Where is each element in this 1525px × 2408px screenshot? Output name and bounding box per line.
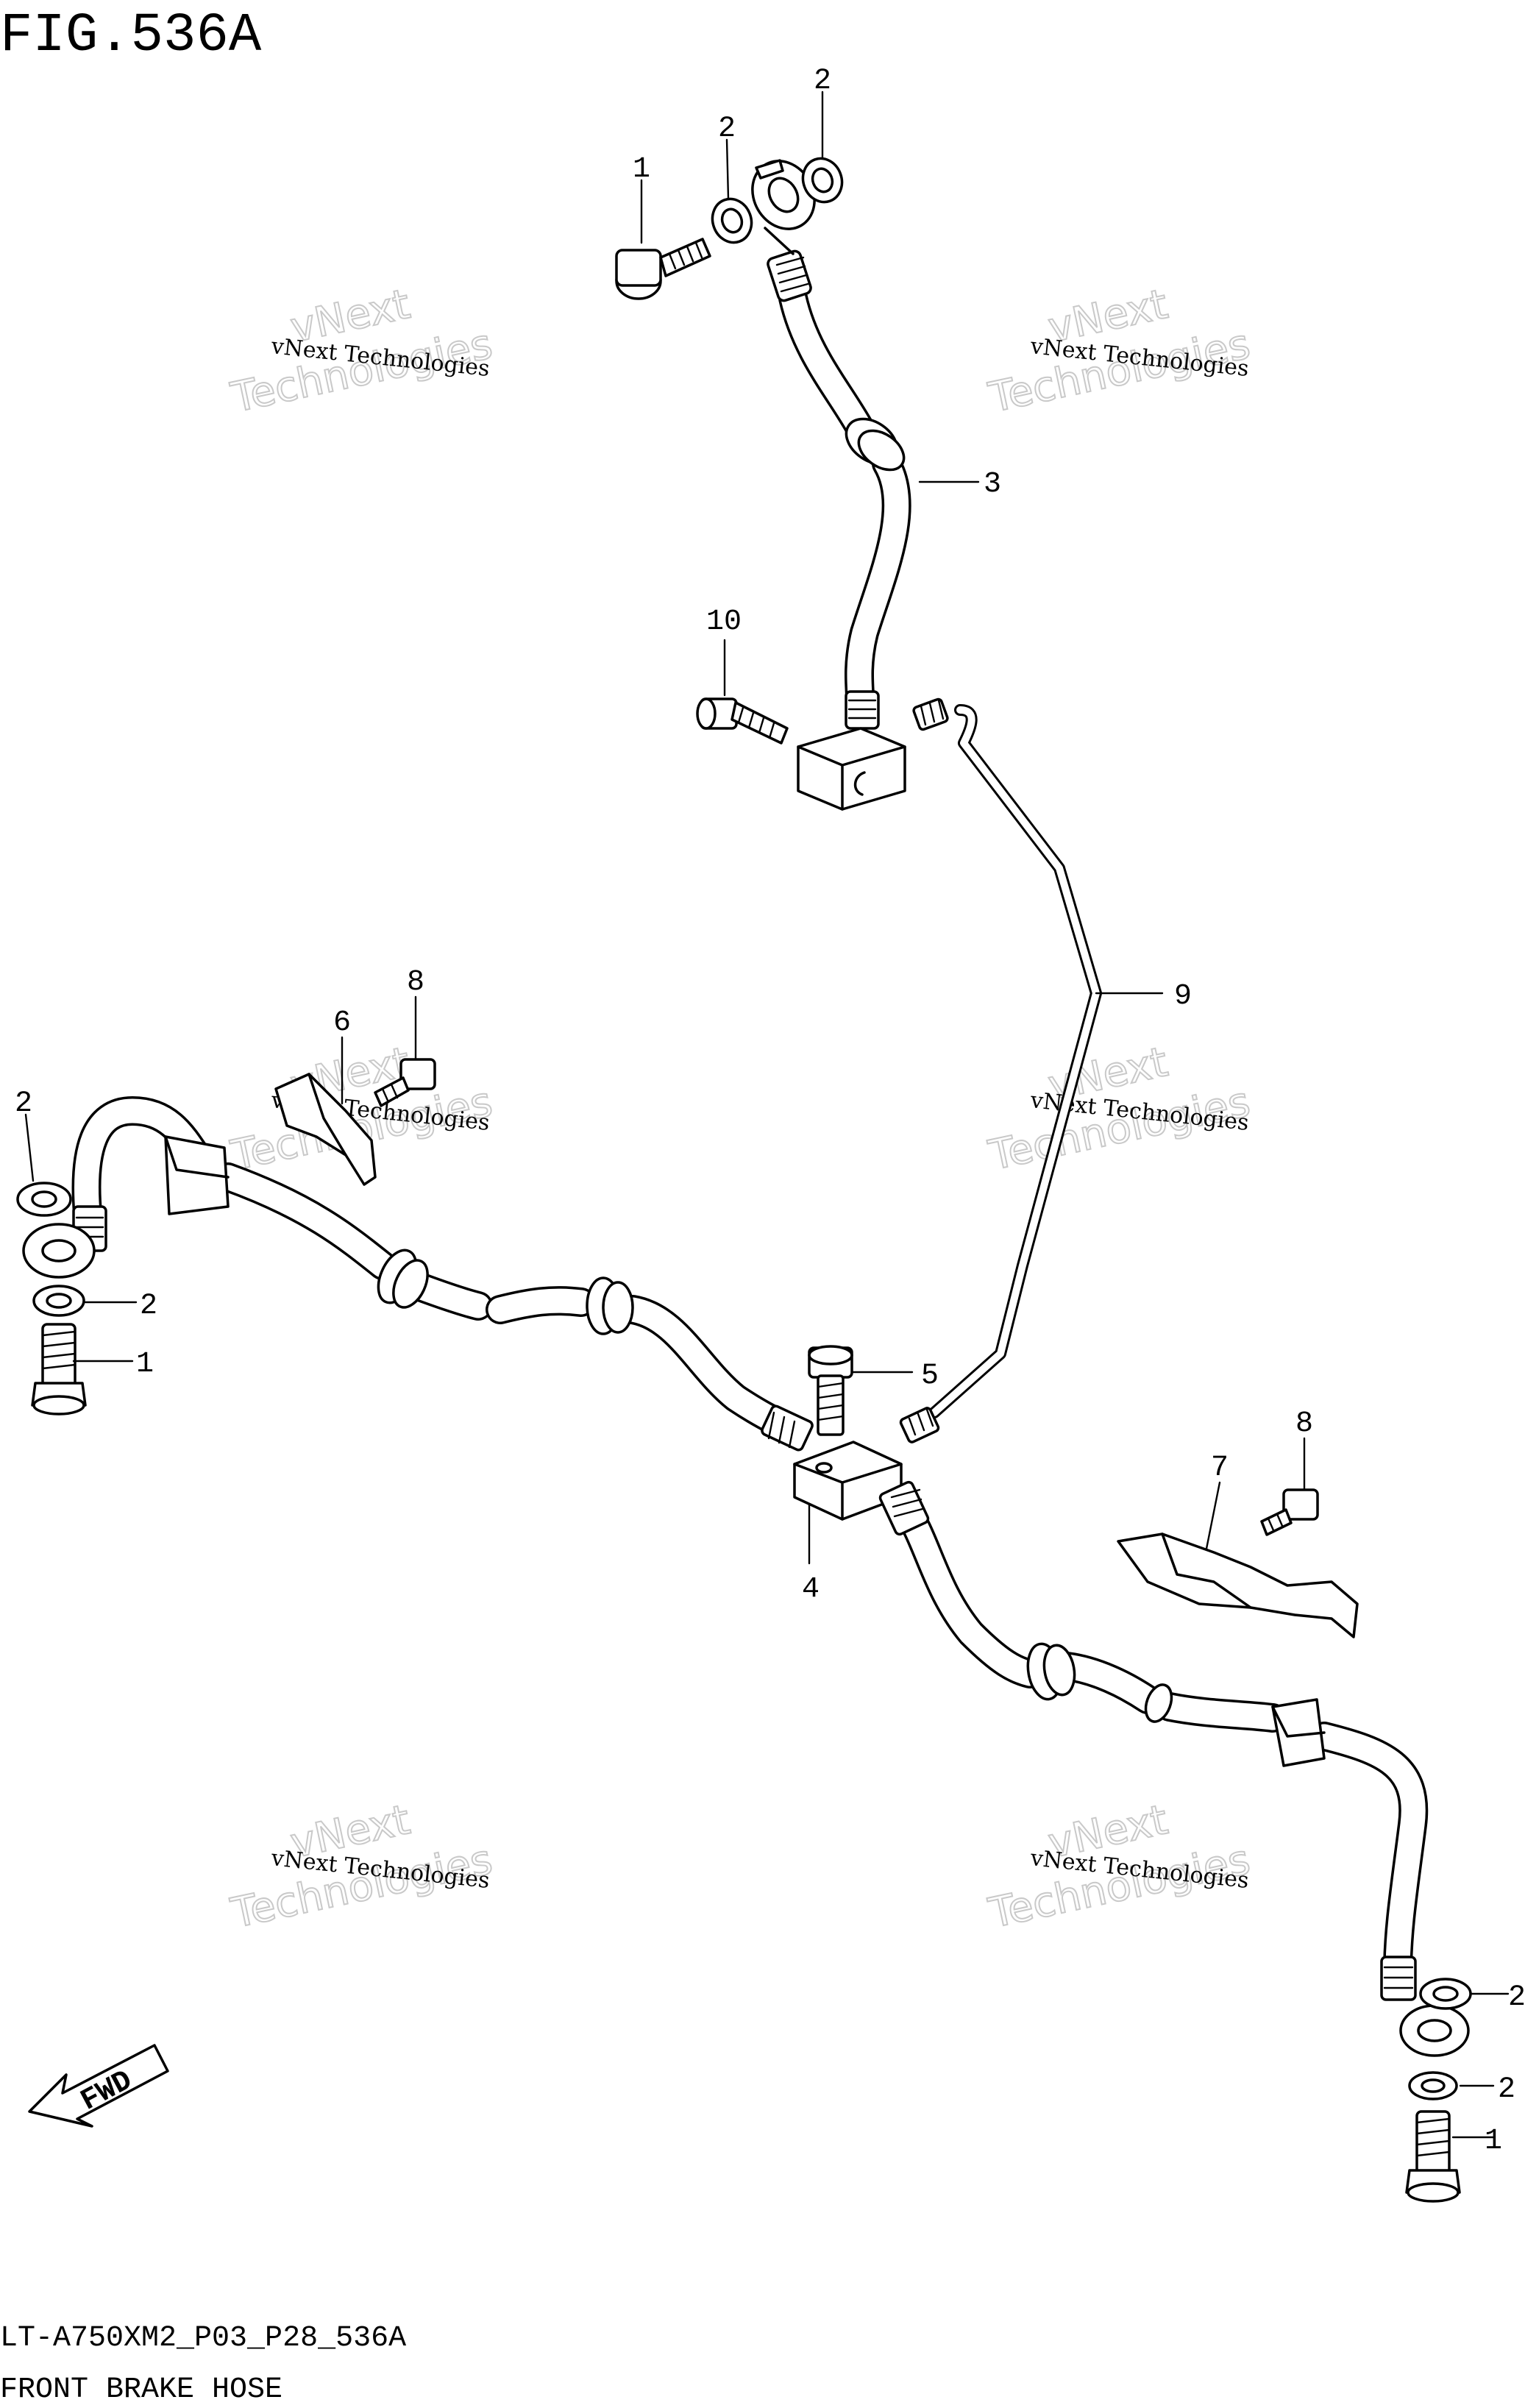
callout-1-right: 1 (1485, 2125, 1502, 2158)
callout-2-top-a: 2 (718, 113, 736, 146)
clamp-bolt-8-left (374, 1058, 436, 1107)
callout-2-top-b: 2 (814, 65, 831, 98)
hose-clamp-6 (274, 1073, 377, 1186)
callout-3: 3 (984, 468, 1001, 501)
callout-6: 6 (333, 1006, 351, 1040)
joint-bolt-10 (696, 697, 789, 745)
callout-2-right-b: 2 (1498, 2073, 1515, 2106)
callout-10: 10 (706, 605, 742, 639)
callout-7: 7 (1211, 1452, 1229, 1485)
figure-caption: FRONT BRAKE HOSE (0, 2373, 282, 2407)
watermark-middle-right: vNext Technologies vNext Technologies (984, 1037, 1254, 1181)
callout-1-top: 1 (633, 153, 650, 186)
callout-1-left: 1 (136, 1348, 154, 1381)
left-brake-hose (22, 1096, 814, 1452)
callout-labels: 1 2 2 3 10 9 6 8 2 2 1 5 4 7 8 2 2 1 (15, 65, 1525, 2158)
banjo-bolt-right (1405, 2110, 1461, 2203)
watermark-bottom-right: vNext Technologies vNext Technologies (984, 1795, 1254, 1939)
figure-title: FIG.536A (0, 5, 262, 67)
banjo-bolt-left (31, 1323, 87, 1416)
brake-pipe (899, 697, 1102, 1443)
callout-2-left-b: 2 (140, 1290, 157, 1323)
callout-8-right: 8 (1295, 1407, 1313, 1441)
joint-bolt-5 (808, 1345, 853, 1436)
callout-9: 9 (1174, 980, 1192, 1013)
upper-joint-block (797, 727, 906, 811)
banjo-bolt-top (615, 238, 711, 300)
right-brake-hose (878, 1480, 1470, 2057)
clamp-bolt-8-right (1260, 1488, 1319, 1536)
callout-2-right-a: 2 (1508, 1981, 1525, 2014)
fwd-arrow-icon: FWD (28, 2044, 169, 2128)
hose-clamp-7 (1117, 1532, 1359, 1638)
callout-8-left: 8 (407, 966, 424, 999)
callout-5: 5 (921, 1360, 939, 1393)
model-code: LT-A750XM2_P03_P28_536A (0, 2322, 406, 2355)
watermark-bottom-left: vNext Technologies vNext Technologies (226, 1795, 497, 1939)
callout-4: 4 (802, 1573, 820, 1606)
callout-2-left-a: 2 (15, 1087, 32, 1120)
leader-lines (24, 90, 1510, 2139)
watermark-top-right: vNext Technologies vNext Technologies (984, 280, 1254, 423)
upper-brake-hose (751, 159, 911, 730)
watermark-top-left: vNext Technologies vNext Technologies (226, 280, 497, 423)
